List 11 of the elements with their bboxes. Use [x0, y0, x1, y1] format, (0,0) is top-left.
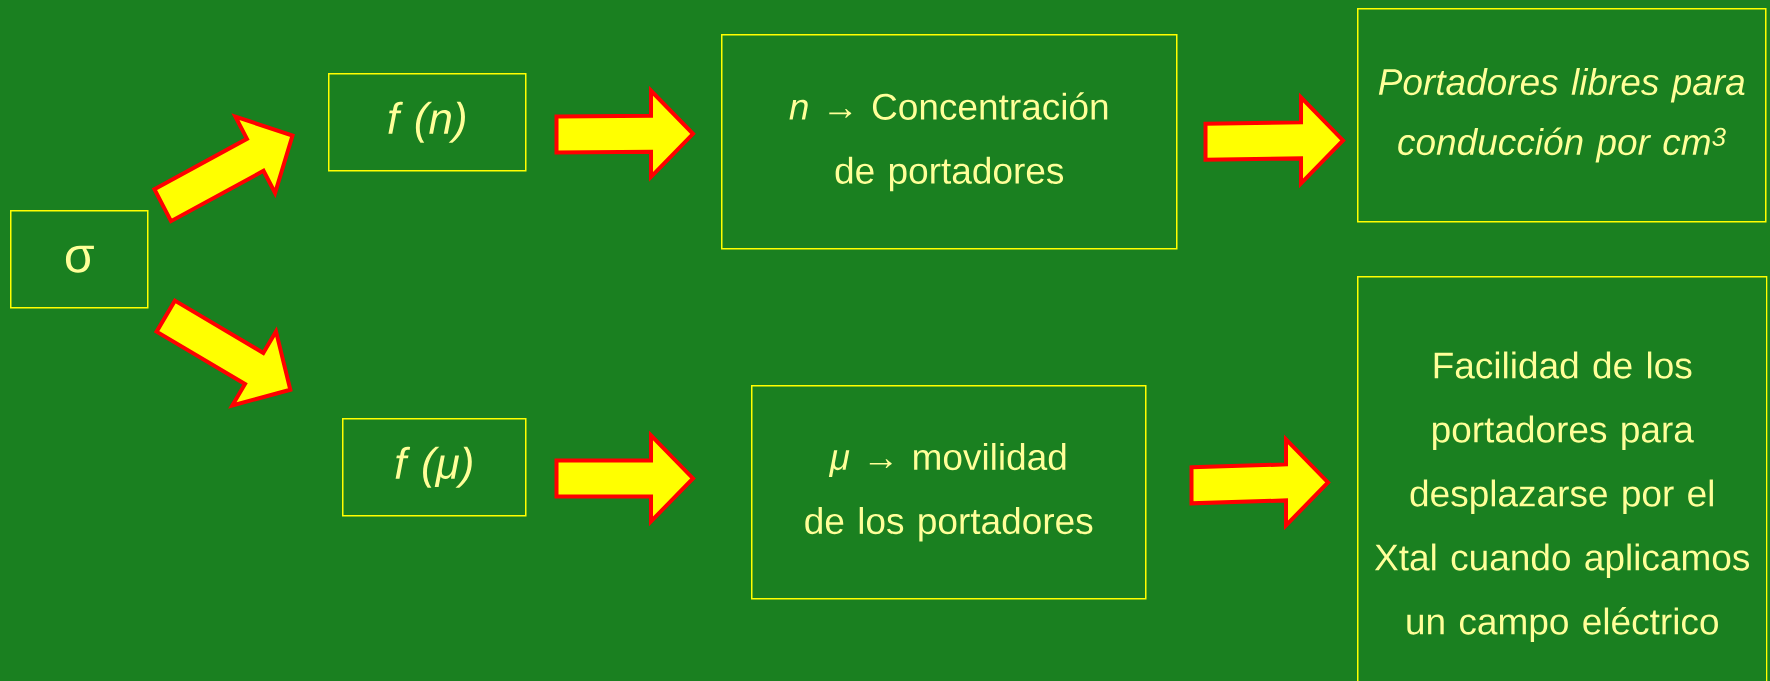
- block-arrow: [1189, 434, 1331, 531]
- block-arrow: [554, 85, 696, 182]
- text-box: f (n): [328, 73, 527, 172]
- text-box: n → Concentración de portadores: [721, 34, 1178, 250]
- block-arrow: [1203, 92, 1346, 189]
- text-box: Facilidad de los portadores para desplazarse por el Xtal cuando aplicamos un campo eléctrico: [1357, 276, 1768, 681]
- text-box: Portadores libres para conducción por cm$^{3}$: [1357, 8, 1767, 223]
- text-box: σ: [10, 210, 149, 309]
- text-box: μ → movilidad de los portadores: [751, 385, 1147, 600]
- block-arrow: [554, 430, 696, 527]
- text-box: f (μ): [342, 418, 527, 517]
